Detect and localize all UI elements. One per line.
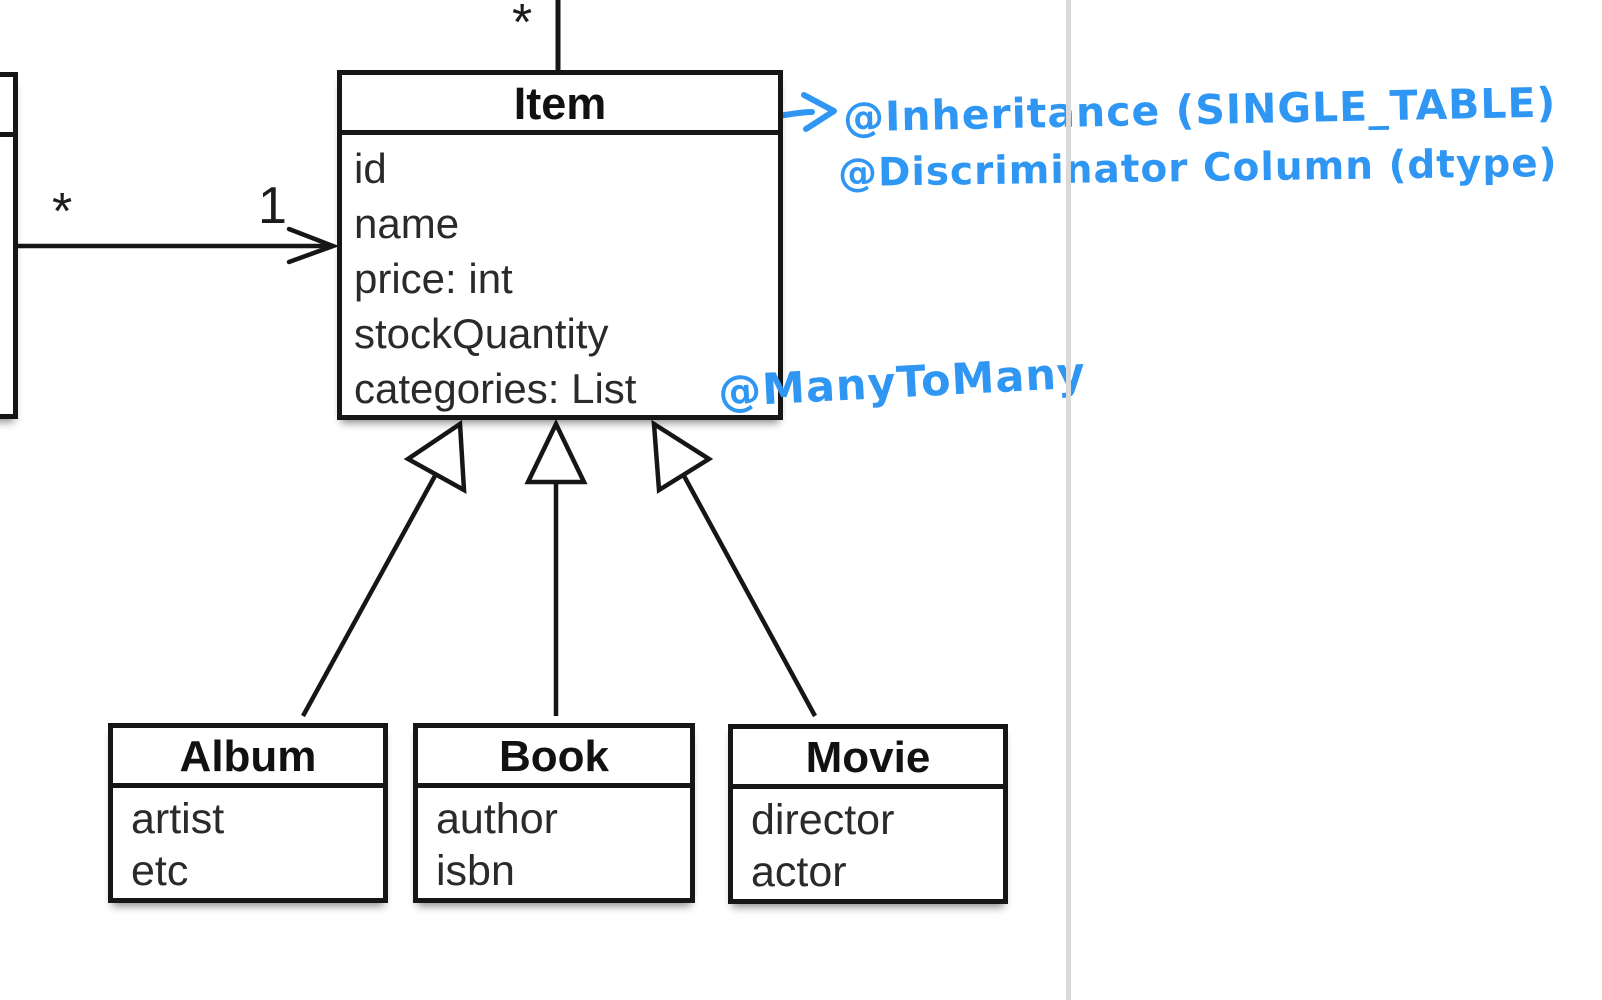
field-price: price: int	[354, 255, 513, 302]
multiplicity-left-one: 1	[258, 177, 287, 235]
generalization-line-movie	[681, 472, 817, 718]
generalization-line-album	[301, 472, 438, 718]
field-categories: categories: List	[354, 365, 637, 412]
page-divider-line	[1066, 0, 1071, 1000]
class-name-book: Book	[418, 728, 690, 788]
generalization-triangle-book-icon	[524, 418, 588, 485]
annotation-inheritance: @Inheritance (SINGLE_TABLE)	[842, 78, 1557, 142]
generalization-triangle-movie-icon	[651, 419, 714, 494]
class-box-book: Book author isbn	[413, 723, 695, 903]
class-fields-compartment	[0, 137, 13, 237]
class-name-album: Album	[113, 728, 383, 788]
class-box-item: Item id name price: int stockQuantity ca…	[337, 70, 783, 420]
class-name-movie: Movie	[733, 729, 1003, 789]
class-fields-item: id name price: int stockQuantity categor…	[342, 135, 778, 416]
field-author: author	[436, 795, 558, 843]
annotation-discriminator-column: @Discriminator Column (dtype)	[837, 140, 1558, 197]
field-name: name	[354, 200, 460, 247]
field-director: director	[751, 796, 895, 844]
class-name-item: Item	[342, 75, 778, 135]
field-id: id	[354, 145, 387, 192]
class-fields-movie: director actor	[733, 789, 1003, 898]
field-etc: etc	[131, 847, 189, 895]
class-fields-album: artist etc	[113, 788, 383, 897]
field-actor: actor	[751, 848, 847, 896]
class-box-partial-left	[0, 72, 18, 419]
annotation-arrowhead-icon	[801, 92, 837, 132]
multiplicity-top-star: *	[512, 0, 533, 52]
class-fields-book: author isbn	[418, 788, 690, 897]
field-stockquantity: stockQuantity	[354, 310, 609, 357]
field-isbn: isbn	[436, 847, 515, 895]
field-artist: artist	[131, 795, 225, 843]
association-arrowhead-icon	[286, 226, 340, 265]
class-box-movie: Movie director actor	[728, 724, 1008, 904]
generalization-triangle-album-icon	[403, 419, 467, 494]
class-box-album: Album artist etc	[108, 723, 388, 903]
class-title-compartment	[0, 77, 13, 137]
multiplicity-left-star: *	[52, 183, 73, 241]
